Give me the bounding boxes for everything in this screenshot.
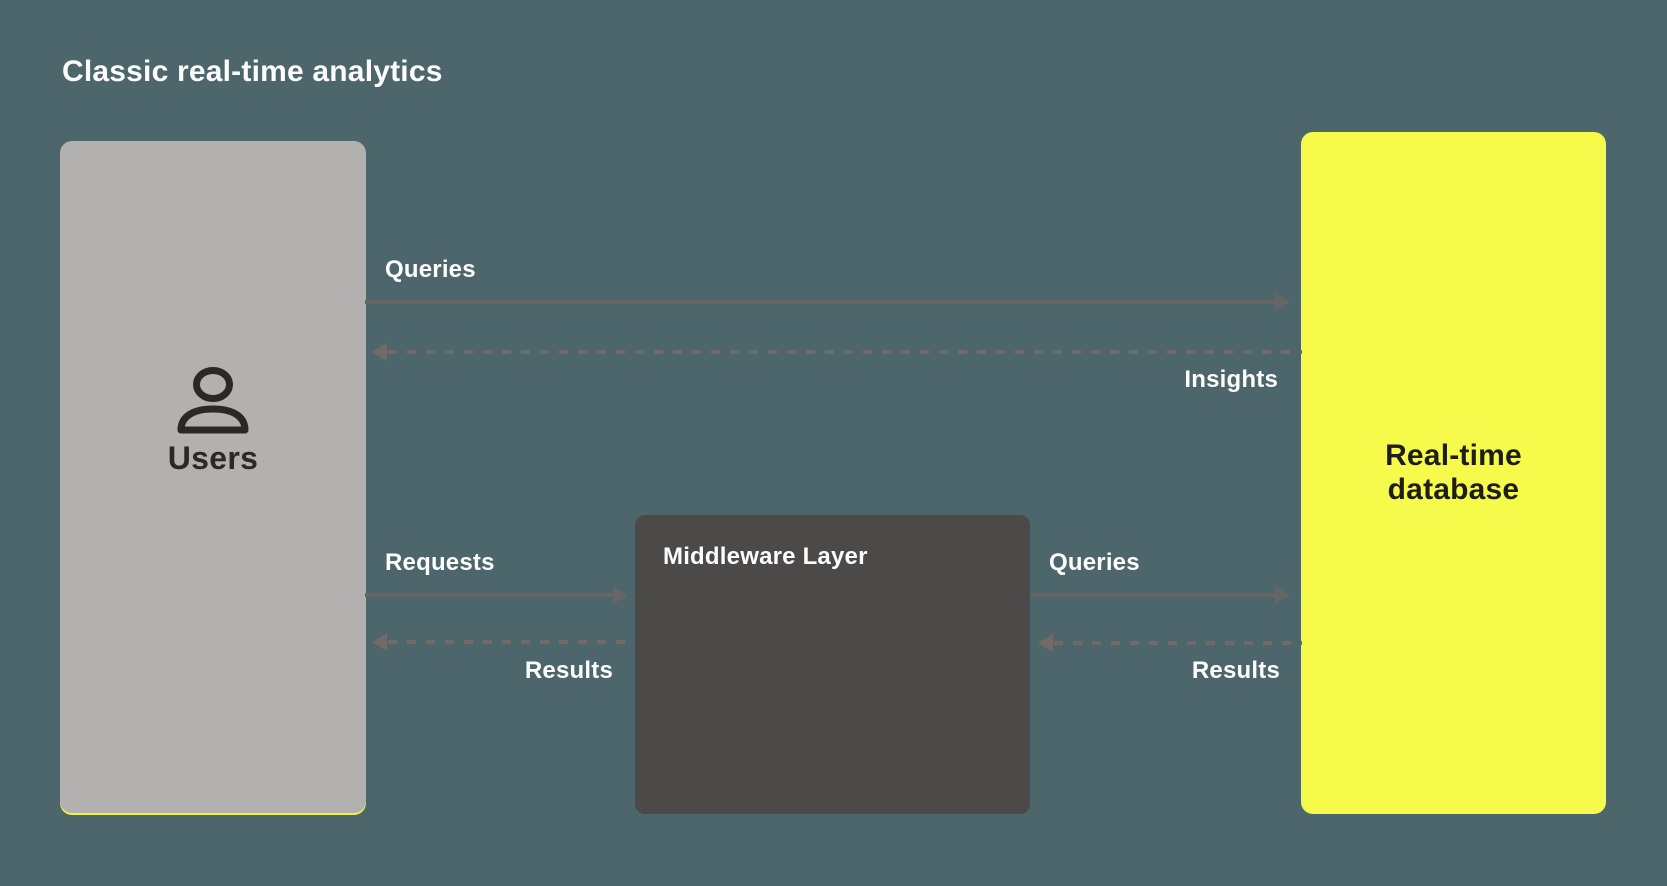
arrow-label-requests: Requests — [385, 549, 495, 576]
diagram-title: Classic real-time analytics — [62, 55, 443, 88]
arrow-queries-users-to-database — [365, 300, 1276, 304]
arrowhead-right-icon — [1275, 293, 1290, 311]
arrowhead-right-icon — [613, 586, 628, 604]
arrow-insights-database-to-users — [388, 350, 1302, 354]
database-label-line1: Real-time — [1385, 439, 1522, 472]
person-icon — [177, 367, 249, 434]
node-users: Users — [60, 141, 366, 813]
arrow-label-queries-1: Queries — [385, 256, 476, 283]
arrow-label-results-1: Results — [524, 657, 613, 684]
database-label-line2: database — [1387, 473, 1520, 506]
arrow-queries-middleware-to-database — [1030, 593, 1276, 597]
arrow-results-middleware-to-users — [388, 640, 635, 644]
arrow-label-insights: Insights — [1184, 366, 1278, 393]
arrow-requests-users-to-middleware — [365, 593, 614, 597]
arrowhead-left-icon — [1038, 634, 1053, 652]
arrow-label-results-2: Results — [1191, 657, 1280, 684]
middleware-label: Middleware Layer — [663, 543, 868, 570]
users-label: Users — [167, 440, 259, 476]
node-middleware: Middleware Layer — [635, 515, 1030, 814]
node-database: Real-time database — [1301, 132, 1606, 814]
arrow-label-queries-2: Queries — [1049, 549, 1140, 576]
arrowhead-left-icon — [372, 633, 387, 651]
arrow-results-database-to-middleware — [1054, 641, 1302, 645]
arrowhead-left-icon — [372, 343, 387, 361]
database-label: Real-time database — [1385, 439, 1522, 507]
arrowhead-right-icon — [1275, 586, 1290, 604]
